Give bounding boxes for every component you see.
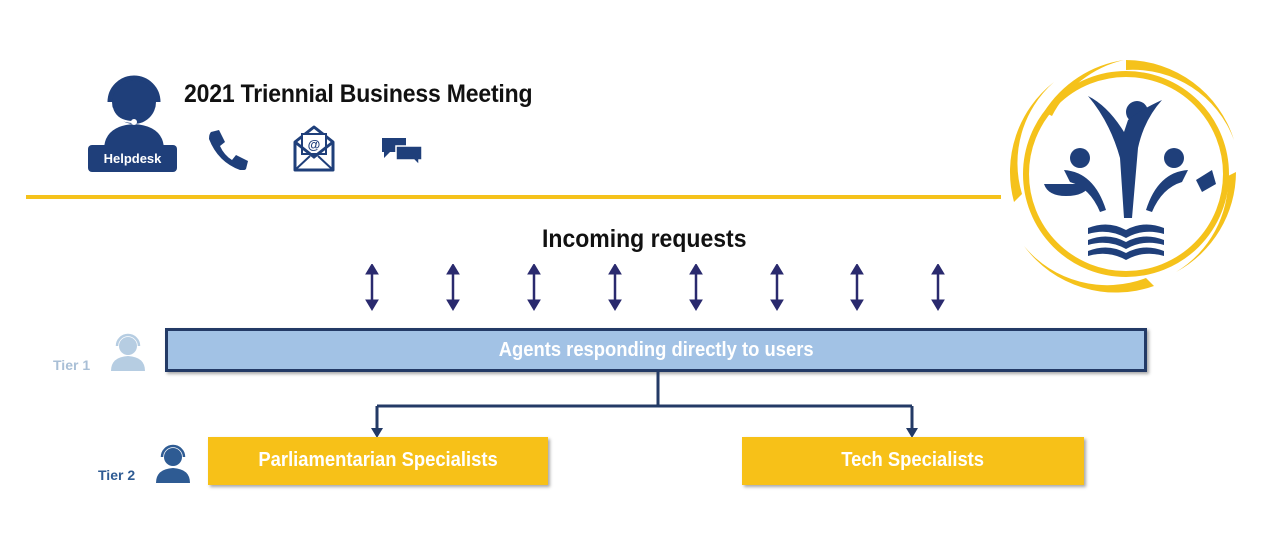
- double-arrow-icon: [608, 264, 622, 311]
- double-arrow-icon: [527, 264, 541, 311]
- tier1-agents-box: Agents responding directly to users: [165, 328, 1147, 372]
- tier1-person-icon: [111, 333, 145, 371]
- double-arrow-icon: [446, 264, 460, 311]
- svg-text:@: @: [308, 137, 321, 152]
- tier-connector: [371, 372, 918, 438]
- incoming-arrows: [365, 264, 945, 311]
- tech-specialists-box: Tech Specialists: [742, 437, 1084, 485]
- double-arrow-icon: [689, 264, 703, 311]
- phone-icon: [209, 130, 248, 170]
- double-arrow-icon: [850, 264, 864, 311]
- parliamentarian-specialists-text: Parliamentarian Specialists: [258, 449, 498, 471]
- helpdesk-agent-icon: [104, 75, 164, 150]
- helpdesk-badge: Helpdesk: [88, 145, 177, 172]
- incoming-requests-label: Incoming requests: [542, 225, 747, 253]
- tier2-label: Tier 2: [98, 467, 136, 483]
- double-arrow-icon: [931, 264, 945, 311]
- page-title: 2021 Triennial Business Meeting: [184, 80, 533, 108]
- organization-logo: [1009, 60, 1236, 293]
- header-divider: [26, 195, 1001, 199]
- email-icon: @: [293, 125, 335, 172]
- parliamentarian-specialists-box: Parliamentarian Specialists: [208, 437, 548, 485]
- chat-icon: [382, 138, 423, 166]
- tech-specialists-text: Tech Specialists: [841, 449, 985, 471]
- double-arrow-icon: [365, 264, 379, 311]
- tier1-box-text: Agents responding directly to users: [498, 338, 814, 361]
- tier1-label: Tier 1: [53, 357, 91, 373]
- double-arrow-icon: [770, 264, 784, 311]
- tier2-person-icon: [156, 444, 190, 483]
